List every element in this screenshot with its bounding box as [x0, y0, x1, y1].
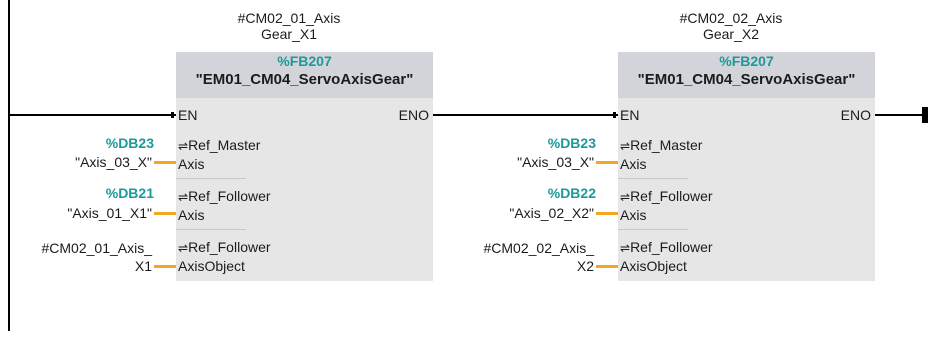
- operand-ref-follower-object[interactable]: #CM02_02_Axis_ X2: [483, 240, 594, 274]
- pin-ref-master[interactable]: ⇌Ref_Master Axis: [620, 137, 703, 172]
- db-address: %DB21: [105, 185, 154, 201]
- power-flow-wire: [10, 114, 176, 116]
- pin-ref-follower-object[interactable]: ⇌Ref_Follower AxisObject: [178, 239, 271, 274]
- instance-name[interactable]: #CM02_02_Axis Gear_X2: [679, 10, 783, 42]
- function-block[interactable]: %FB207 "EM01_CM04_ServoAxisGear" EN ENO …: [176, 52, 433, 281]
- pin-separator: [618, 229, 688, 230]
- fb-name: "EM01_CM04_ServoAxisGear": [195, 71, 414, 88]
- operand-ref-follower[interactable]: "Axis_01_X1": [67, 205, 152, 221]
- operand-ref-master[interactable]: "Axis_03_X": [75, 154, 152, 170]
- inout-arrow-icon: ⇌: [178, 241, 189, 255]
- instance-name[interactable]: #CM02_01_Axis Gear_X1: [237, 10, 341, 42]
- wire-continuation-icon: [922, 107, 928, 123]
- pin-ref-follower[interactable]: ⇌Ref_Follower Axis: [178, 188, 271, 223]
- en-pin[interactable]: EN: [178, 107, 198, 123]
- input-wire: [154, 161, 176, 164]
- pin-ref-follower-object[interactable]: ⇌Ref_Follower AxisObject: [620, 239, 713, 274]
- input-wire: [154, 212, 176, 215]
- function-block[interactable]: %FB207 "EM01_CM04_ServoAxisGear" EN ENO …: [618, 52, 875, 281]
- power-flow-wire: [875, 114, 928, 116]
- en-pin[interactable]: EN: [620, 107, 640, 123]
- input-wire: [596, 265, 618, 268]
- inout-arrow-icon: ⇌: [178, 190, 189, 204]
- input-wire: [596, 161, 618, 164]
- eno-pin[interactable]: ENO: [398, 107, 429, 123]
- db-address: %DB23: [547, 135, 596, 151]
- inout-arrow-icon: ⇌: [620, 139, 631, 153]
- eno-pin[interactable]: ENO: [840, 107, 871, 123]
- pin-separator: [176, 229, 246, 230]
- power-flow-wire: [433, 114, 618, 116]
- en-wire-marker: [171, 112, 174, 118]
- pin-ref-follower[interactable]: ⇌Ref_Follower Axis: [620, 188, 713, 223]
- input-wire: [596, 212, 618, 215]
- operand-ref-follower-object[interactable]: #CM02_01_Axis_ X1: [41, 240, 152, 274]
- operand-ref-follower[interactable]: "Axis_02_X2": [509, 205, 594, 221]
- pin-ref-master[interactable]: ⇌Ref_Master Axis: [178, 137, 261, 172]
- pin-separator: [176, 178, 246, 179]
- fb-number: %FB207: [277, 53, 332, 69]
- left-power-rail: [8, 0, 10, 331]
- operand-ref-master[interactable]: "Axis_03_X": [517, 154, 594, 170]
- en-wire-marker: [613, 112, 616, 118]
- block-header: %FB207 "EM01_CM04_ServoAxisGear": [176, 52, 433, 98]
- input-wire: [154, 265, 176, 268]
- inout-arrow-icon: ⇌: [178, 139, 189, 153]
- fb-name: "EM01_CM04_ServoAxisGear": [637, 71, 856, 88]
- inout-arrow-icon: ⇌: [620, 190, 631, 204]
- db-address: %DB22: [547, 185, 596, 201]
- fb-number: %FB207: [719, 53, 774, 69]
- block-header: %FB207 "EM01_CM04_ServoAxisGear": [618, 52, 875, 98]
- pin-separator: [618, 178, 688, 179]
- db-address: %DB23: [105, 135, 154, 151]
- inout-arrow-icon: ⇌: [620, 241, 631, 255]
